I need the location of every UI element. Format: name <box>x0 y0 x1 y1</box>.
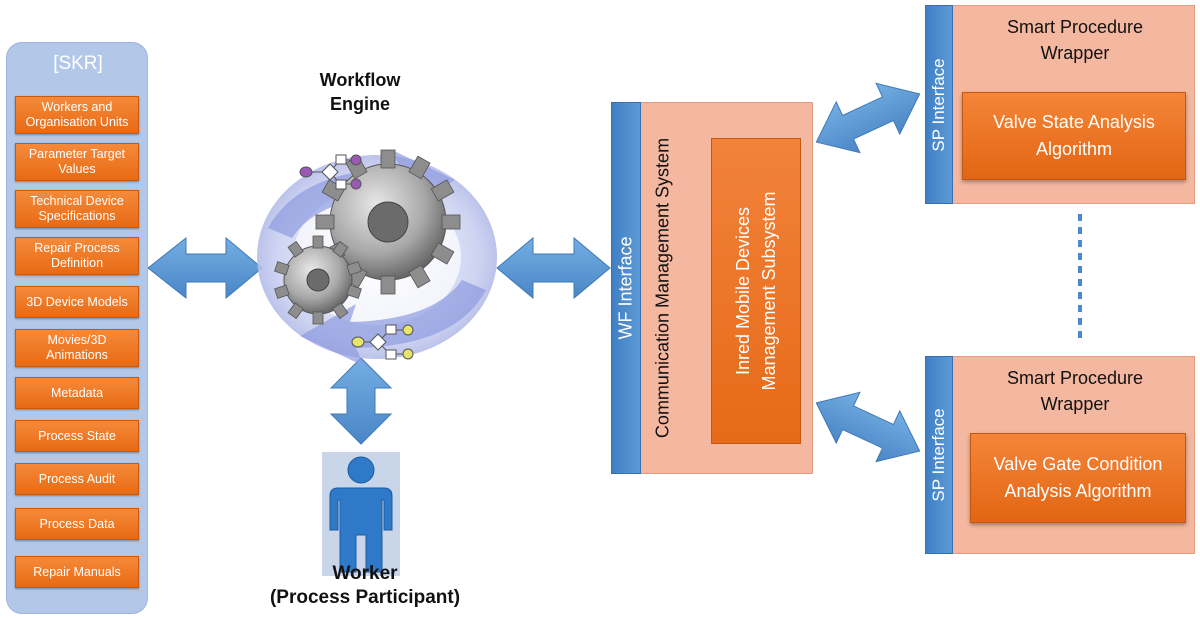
cms-wrapper-bottom-arrow <box>815 391 921 463</box>
skr-item-animations[interactable]: Movies/3D Animations <box>15 329 139 367</box>
valve-gate-algorithm[interactable]: Valve Gate Condition Analysis Algorithm <box>970 433 1186 523</box>
skr-item-device-specs[interactable]: Technical Device Specifications <box>15 190 139 228</box>
sp-interface-label-top: SP Interface <box>929 57 948 152</box>
valve-state-algorithm-label: Valve State Analysis Algorithm <box>993 112 1155 159</box>
workflow-worker-arrow <box>329 357 393 445</box>
mobile-devices-subsystem[interactable]: Inred Mobile Devices Management Subsyste… <box>711 138 801 444</box>
valve-gate-algorithm-label: Valve Gate Condition Analysis Algorithm <box>993 454 1163 501</box>
skr-item-process-data[interactable]: Process Data <box>15 508 139 540</box>
skr-item-repair-manuals[interactable]: Repair Manuals <box>15 556 139 588</box>
worker-person-icon <box>322 452 400 576</box>
sp-interface-label-bottom: SP Interface <box>929 408 948 502</box>
workflow-engine-icon <box>257 149 497 366</box>
skr-item-repair-process[interactable]: Repair Process Definition <box>15 237 139 275</box>
workflow-engine-title: Workflow Engine <box>319 70 401 114</box>
sp-wrapper-top-title: Smart Procedure Wrapper <box>1006 17 1144 63</box>
subsystem-label: Inred Mobile Devices Management Subsyste… <box>733 191 779 391</box>
skr-item-metadata[interactable]: Metadata <box>15 377 139 409</box>
skr-title: [SKR] <box>53 53 103 74</box>
wf-interface-bar[interactable]: WF Interface <box>611 102 641 474</box>
sp-interface-bar-top[interactable]: SP Interface <box>925 5 953 204</box>
cms-wrapper-top-arrow <box>815 82 921 154</box>
skr-item-workers[interactable]: Workers and Organisation Units <box>15 96 139 134</box>
workflow-cms-arrow <box>496 236 611 300</box>
sp-interface-bar-bottom[interactable]: SP Interface <box>925 356 953 554</box>
skr-item-process-state[interactable]: Process State <box>15 420 139 452</box>
skr-item-process-audit[interactable]: Process Audit <box>15 463 139 495</box>
wf-interface-label: WF Interface <box>615 236 636 340</box>
worker-title: Worker (Process Participant) <box>269 563 461 608</box>
skr-item-3d-models[interactable]: 3D Device Models <box>15 286 139 318</box>
cms-title-holder: Communication Management System <box>643 102 683 474</box>
skr-item-parameter-targets[interactable]: Parameter Target Values <box>15 143 139 181</box>
skr-workflow-arrow <box>147 236 263 300</box>
cms-title: Communication Management System <box>652 137 673 439</box>
valve-state-algorithm[interactable]: Valve State Analysis Algorithm <box>962 92 1186 180</box>
sp-wrapper-bottom-title: Smart Procedure Wrapper <box>1006 368 1144 414</box>
